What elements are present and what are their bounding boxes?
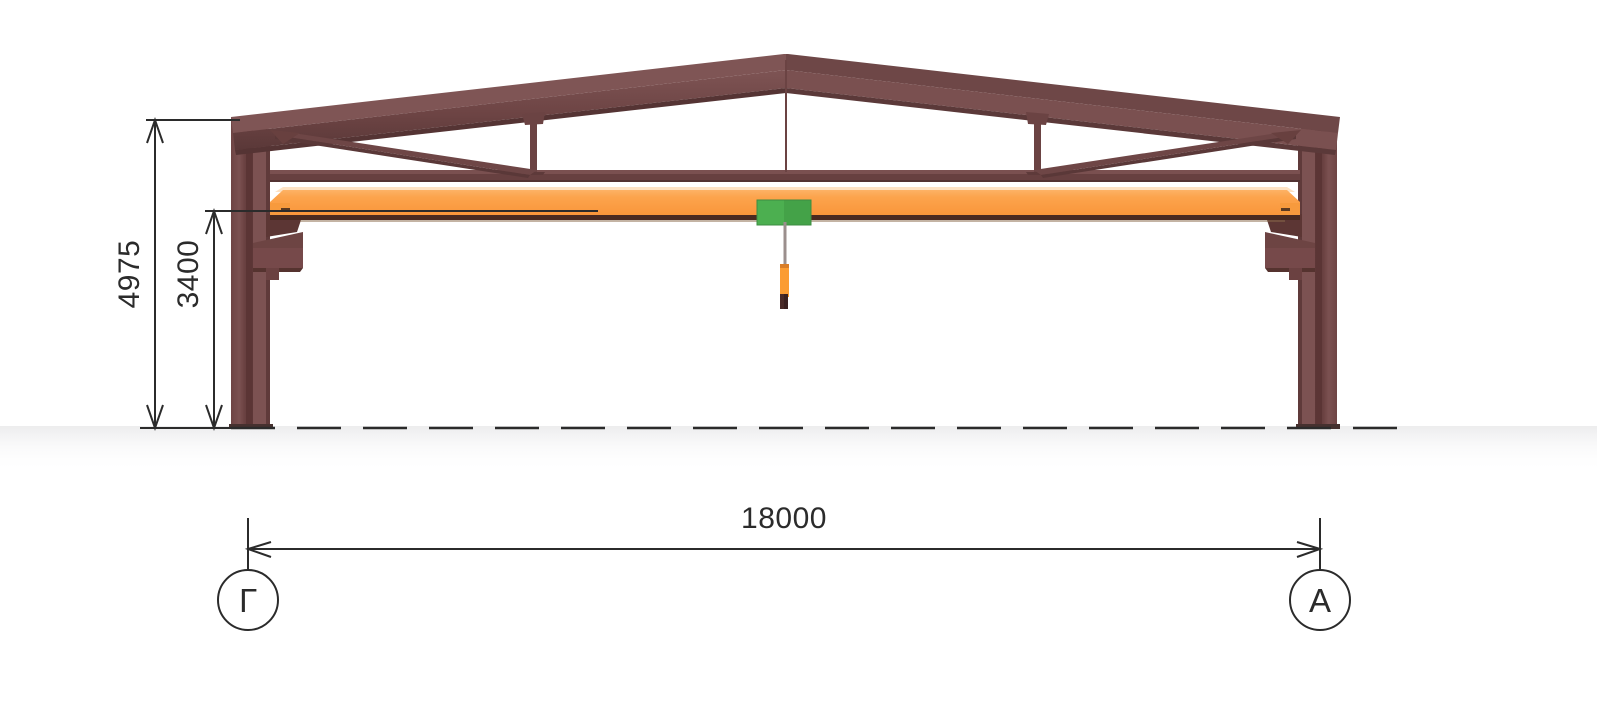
right-bracket-shelf-body <box>1265 248 1315 268</box>
grid-marker-right[interactable]: А <box>1289 569 1351 631</box>
bottom-chord-body <box>270 174 1300 180</box>
rafter-left-under <box>235 88 786 155</box>
grid-bubble-left-label: Г <box>239 582 257 619</box>
dim-3400-label: 3400 <box>172 240 205 309</box>
left-column-inner-face <box>253 128 266 428</box>
crane-trolley-assembly <box>756 199 812 309</box>
truss-post-right-gusset-top <box>1026 112 1049 125</box>
truss-diagonal-left <box>275 131 537 175</box>
left-bracket-shelf-body <box>253 248 303 268</box>
crane-hook-block <box>780 264 789 297</box>
left-column-right-sliver <box>246 124 252 428</box>
truss-post-right <box>1026 112 1049 175</box>
truss-post-right-web <box>1034 120 1041 174</box>
floor-shadow-band <box>0 426 1597 472</box>
right-crane-bracket <box>1265 214 1315 280</box>
crane-beam-right-bolt <box>1281 208 1290 211</box>
crane-beam-left-endcap <box>270 203 290 216</box>
rafter-right-body <box>786 70 1338 150</box>
dim-3400-arrow-top <box>205 207 223 235</box>
right-bracket-stub <box>1289 268 1302 280</box>
grid-bubble-right-label: А <box>1309 582 1331 619</box>
grid-bubble-right-circle <box>1289 569 1351 631</box>
span-dim-label: 18000 <box>741 502 827 535</box>
right-bracket-shelf-top <box>1265 232 1315 248</box>
dim-4975-arrow-bottom <box>146 404 164 432</box>
grid-bubble-left-circle <box>217 569 279 631</box>
crane-beam-left-bolt <box>281 208 290 211</box>
right-column <box>1296 117 1340 429</box>
rafter-left-top <box>231 54 786 133</box>
truss-diagonal-left-eave-gusset <box>270 130 300 144</box>
rafter-right-under <box>786 88 1336 155</box>
left-column-base-plate <box>229 424 273 429</box>
left-crane-bracket <box>253 214 303 280</box>
grid-marker-left[interactable]: Г <box>217 569 279 631</box>
crane-trolley-shade <box>784 200 811 225</box>
span-arrow-left <box>244 541 272 558</box>
truss-diagonal-left-shade <box>275 135 530 178</box>
truss-diagonal-right <box>1034 131 1296 175</box>
dim-4975-arrow-top <box>146 116 164 144</box>
truss-vertical-posts <box>522 60 1049 175</box>
left-bracket-stub <box>266 268 279 280</box>
truss-diagonals <box>270 130 1301 178</box>
rafter-left-body <box>233 70 786 150</box>
span-dimension: 18000 <box>244 502 1324 578</box>
rafter-right-top <box>786 54 1340 133</box>
right-column-left-sliver <box>1316 124 1322 428</box>
roof-truss-top-chord <box>231 54 1340 155</box>
truss-diagonal-right-eave-gusset <box>1271 130 1301 144</box>
right-column-inner-face <box>1302 128 1315 428</box>
dim-4975-label: 4975 <box>113 240 146 309</box>
left-bracket-shelf-top <box>253 232 303 248</box>
span-arrow-right <box>1296 541 1324 558</box>
truss-post-left-web <box>530 120 537 174</box>
truss-post-left <box>522 112 545 175</box>
crane-hook-tip-shade <box>784 294 788 309</box>
truss-diagonal-right-shade <box>1041 135 1296 178</box>
right-column-base-plate <box>1296 424 1340 429</box>
bottom-chord-under <box>270 180 1300 182</box>
vertical-dimensions: 4975 3400 <box>113 116 598 432</box>
dim-3400-arrow-bottom <box>205 404 223 432</box>
truss-post-left-gusset-top <box>522 112 545 125</box>
steel-structure <box>229 54 1340 429</box>
dimension-4975: 4975 <box>113 116 164 432</box>
dimension-3400: 3400 <box>172 207 223 432</box>
crane-hook-block-notch <box>780 264 789 268</box>
